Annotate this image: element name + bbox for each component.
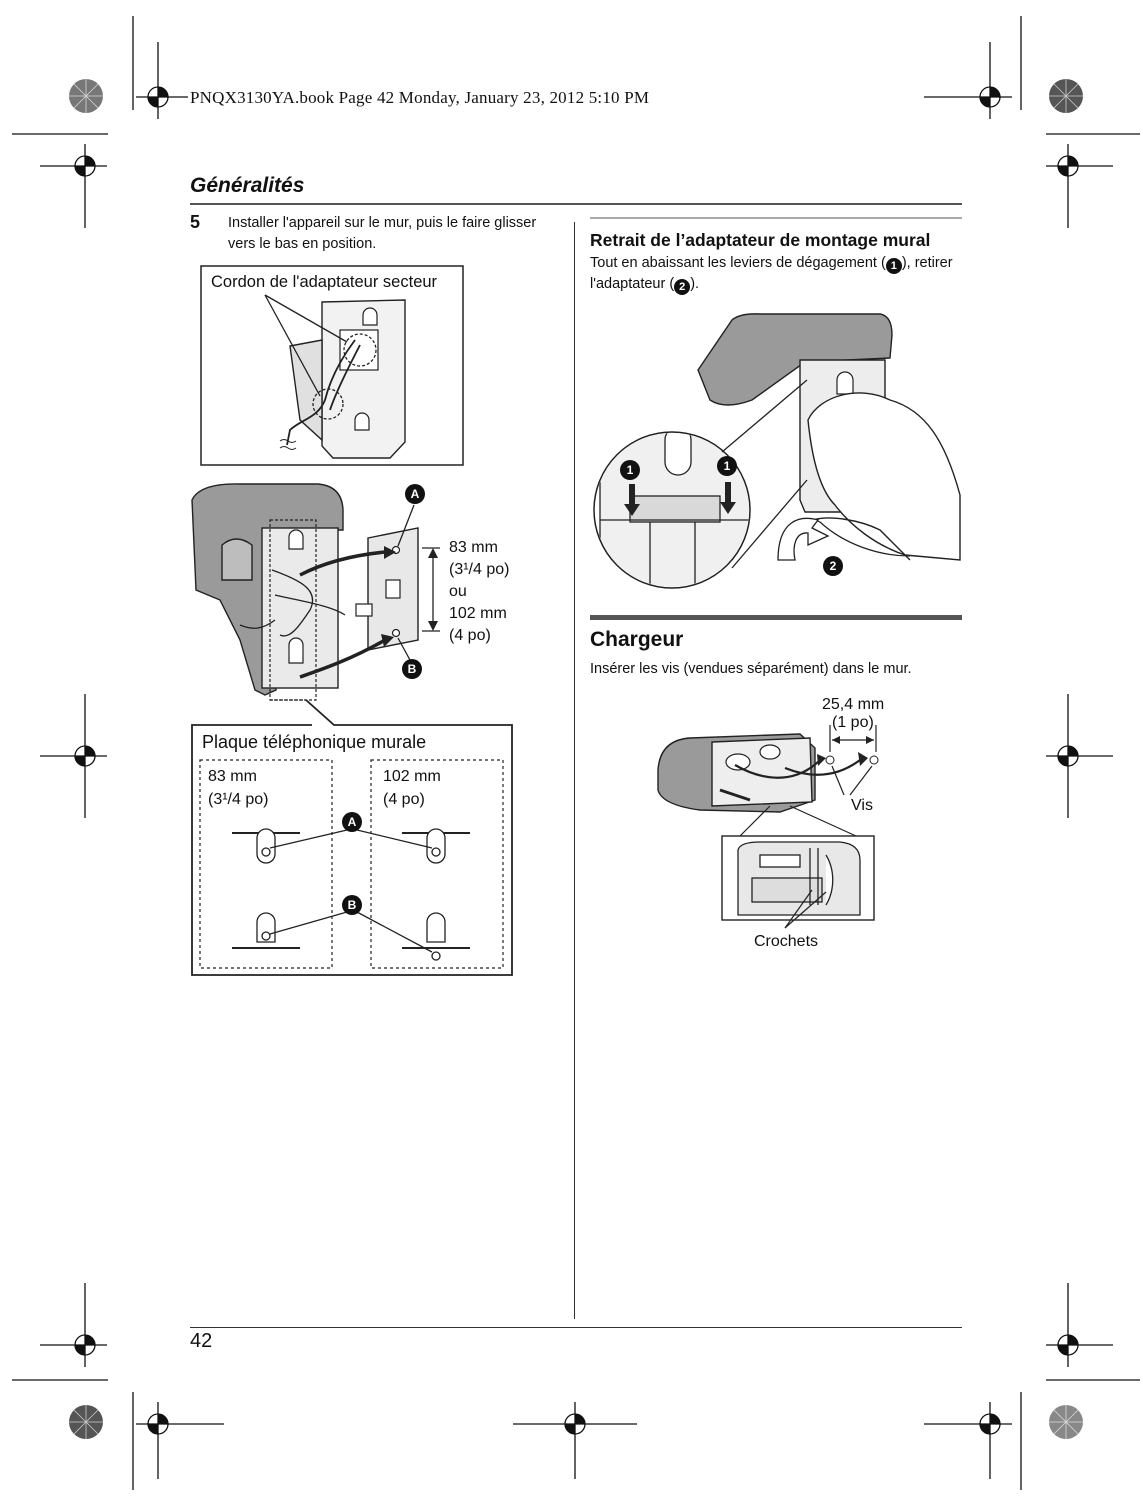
- left-dim-83mm: 83 mm: [208, 768, 257, 785]
- print-header: PNQX3130YA.book Page 42 Monday, January …: [190, 88, 650, 107]
- removal-text-part2: ), retirer l'adaptateur (: [590, 255, 953, 292]
- column-divider: [574, 222, 575, 1319]
- remove-adapter-marker: 2: [674, 279, 691, 295]
- fig-lever-marker-left: 1: [620, 460, 640, 480]
- label-a-circle: A: [405, 484, 425, 504]
- figure1-caption: Cordon de l'adaptateur secteur: [211, 273, 438, 291]
- chargeur-text: Insérer les vis (vendues séparément) dan…: [590, 661, 912, 677]
- title-rule: [190, 203, 962, 205]
- left-dim-sub: (3¹/4 po): [208, 791, 269, 808]
- screws-label: Vis: [851, 797, 873, 814]
- dim-ou: ou: [449, 583, 467, 600]
- figure3-caption: Plaque téléphonique murale: [202, 732, 427, 752]
- dim-83mm: 83 mm: [449, 539, 498, 556]
- detail-label-b-circle: B: [342, 895, 362, 915]
- charger-dim-sub: (1 po): [832, 714, 874, 731]
- dim-102mm: 102 mm: [449, 605, 507, 622]
- removal-text: Tout en abaissant les leviers de dégagem…: [590, 253, 962, 295]
- hooks-label: Crochets: [754, 933, 819, 950]
- removal-heading: Retrait de l’adaptateur de montage mural: [590, 230, 931, 250]
- subsection-rule: [590, 217, 962, 219]
- chargeur-title: Chargeur: [590, 628, 684, 651]
- page-number: 42: [190, 1330, 213, 1352]
- right-dim-102mm: 102 mm: [383, 768, 441, 785]
- footer-rule: [190, 1327, 962, 1328]
- section-title: Généralités: [190, 174, 305, 197]
- removal-text-part1: Tout en abaissant les leviers de dégagem…: [590, 255, 886, 271]
- release-lever-marker: 1: [885, 258, 902, 274]
- label-b-circle: B: [402, 659, 422, 679]
- dim-4-po: (4 po): [449, 627, 491, 644]
- dim-3-1-4-po: (3¹/4 po): [449, 561, 510, 578]
- fig-remove-marker: 2: [823, 556, 843, 576]
- detail-label-a-circle: A: [342, 812, 362, 832]
- fig-lever-marker-right: 1: [717, 456, 737, 476]
- chargeur-rule: [590, 615, 962, 620]
- removal-text-part3: ).: [690, 276, 700, 292]
- charger-dim: 25,4 mm: [822, 696, 885, 713]
- right-dim-sub: (4 po): [383, 791, 425, 808]
- step-number: 5: [190, 212, 201, 232]
- step-text: Installer l'appareil sur le mur, puis le…: [228, 215, 537, 252]
